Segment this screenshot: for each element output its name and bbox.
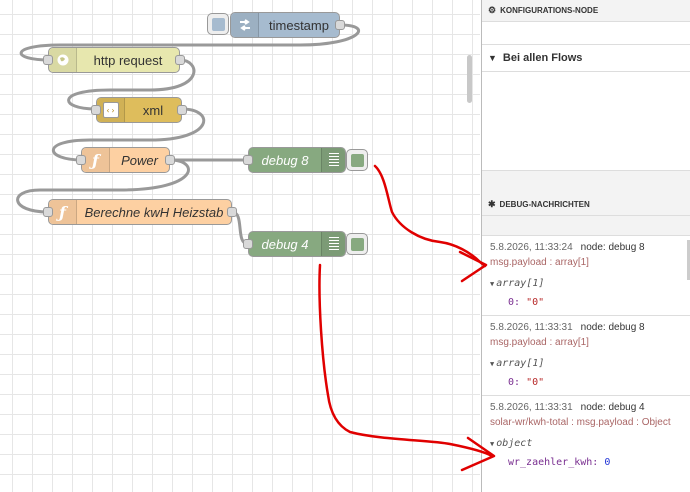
debug-8-toggle-button[interactable] [346, 149, 368, 171]
debug-4-toggle-button[interactable] [346, 233, 368, 255]
tree-key: 0: [508, 297, 521, 308]
debug-toolbar [482, 216, 690, 236]
debug-message: 5.8.2026, 11:33:31 node: debug 8 msg.payl… [482, 316, 690, 396]
tree-value: "0" [526, 297, 545, 308]
debug-message: 5.8.2026, 11:33:24 node: debug 8 msg.payl… [482, 236, 690, 316]
output-port[interactable] [175, 55, 185, 65]
tree-type: array[1] [496, 278, 545, 289]
node-label: timestamp [269, 17, 329, 33]
tree-toggle[interactable]: ▼object [490, 438, 682, 449]
function-icon: ƒ [82, 148, 110, 172]
tree-value: 0 [604, 457, 611, 468]
node-debug-8[interactable]: debug 8 [243, 147, 346, 173]
debug-lines-icon [321, 232, 345, 256]
tree-key: 0: [508, 377, 521, 388]
message-time: 5.8.2026, 11:33:31 [490, 402, 573, 413]
gear-icon: ⚙ [488, 5, 497, 15]
node-power[interactable]: ƒ Power [76, 147, 175, 173]
wire-http-xml [67, 58, 196, 111]
message-time: 5.8.2026, 11:33:24 [490, 242, 573, 253]
input-port[interactable] [243, 239, 253, 249]
debug-scrollbar[interactable] [687, 240, 690, 280]
chevron-down-icon: ▼ [488, 53, 497, 63]
caret-down-icon: ▼ [490, 280, 495, 288]
tree-value: "0" [526, 377, 545, 388]
message-topic: solar-wr/kwh-total : msg.payload : Objec… [490, 417, 671, 428]
node-debug-4[interactable]: debug 4 [243, 231, 346, 257]
bug-icon: ✱ [488, 199, 496, 209]
message-topic: msg.payload : array[1] [490, 257, 589, 268]
node-label: http request [93, 52, 163, 68]
input-port[interactable] [43, 55, 53, 65]
wire-xml-power [52, 107, 206, 162]
wire-inject-http [19, 23, 361, 62]
inject-trigger-button[interactable] [207, 13, 229, 35]
node-berechne-kwh-heizstab[interactable]: ƒ Berechne kwH Heizstab [43, 199, 237, 225]
node-label: Berechne kwH Heizstab [84, 204, 224, 220]
tree-toggle[interactable]: ▼array[1] [490, 278, 682, 289]
node-http-request[interactable]: http request [43, 47, 185, 73]
message-topic: msg.payload : array[1] [490, 337, 589, 348]
output-port[interactable] [165, 155, 175, 165]
message-node[interactable]: node: debug 4 [580, 402, 645, 413]
node-timestamp[interactable]: timestamp [230, 12, 345, 38]
function-icon: ƒ [49, 200, 77, 224]
caret-down-icon: ▼ [490, 440, 495, 448]
input-port[interactable] [243, 155, 253, 165]
node-label: xml [142, 102, 164, 118]
config-section-label: Bei allen Flows [502, 52, 583, 64]
caret-down-icon: ▼ [490, 360, 495, 368]
config-section-all-flows[interactable]: ▼ Bei allen Flows [482, 44, 690, 72]
tree-toggle[interactable]: ▼array[1] [490, 358, 682, 369]
globe-icon [49, 48, 77, 72]
config-nodes-panel: ⚙ KONFIGURATIONS-NODE ▼ Bei allen Flows [482, 0, 690, 190]
debug-panel-header: ✱ DEBUG-NACHRICHTEN [482, 194, 690, 216]
input-port[interactable] [91, 105, 101, 115]
config-panel-header: ⚙ KONFIGURATIONS-NODE [482, 0, 690, 22]
debug-messages-panel: ✱ DEBUG-NACHRICHTEN 5.8.2026, 11:33:24 no… [482, 194, 690, 492]
canvas-scrollbar[interactable] [467, 55, 472, 103]
config-panel-title: KONFIGURATIONS-NODE [500, 6, 599, 15]
config-panel-footer [482, 170, 690, 190]
message-node[interactable]: node: debug 8 [580, 322, 645, 333]
output-port[interactable] [177, 105, 187, 115]
node-label: debug 4 [261, 236, 309, 252]
sidebar: ⚙ KONFIGURATIONS-NODE ▼ Bei allen Flows … [481, 0, 690, 492]
output-port[interactable] [335, 20, 345, 30]
tree-key: wr_zaehler_kwh: [508, 457, 599, 468]
arrow-right-icon [231, 13, 259, 37]
node-label: debug 8 [261, 152, 309, 168]
tree-type: object [496, 438, 533, 449]
node-xml[interactable]: ‹› xml [91, 97, 187, 123]
flow-canvas[interactable]: timestamp http request ‹› xml ƒ Power ƒ [0, 0, 480, 492]
tree-type: array[1] [496, 358, 545, 369]
message-node[interactable]: node: debug 8 [580, 242, 645, 253]
code-brackets-icon: ‹› [97, 98, 125, 122]
input-port[interactable] [43, 207, 53, 217]
output-port[interactable] [227, 207, 237, 217]
debug-panel-title: DEBUG-NACHRICHTEN [499, 200, 590, 209]
debug-message: 5.8.2026, 11:33:31 node: debug 4 solar-wr… [482, 396, 690, 476]
wire-power-calc [16, 158, 190, 214]
node-label: Power [121, 152, 158, 168]
message-time: 5.8.2026, 11:33:31 [490, 322, 573, 333]
flow-wires [16, 23, 361, 246]
debug-lines-icon [321, 148, 345, 172]
input-port[interactable] [76, 155, 86, 165]
